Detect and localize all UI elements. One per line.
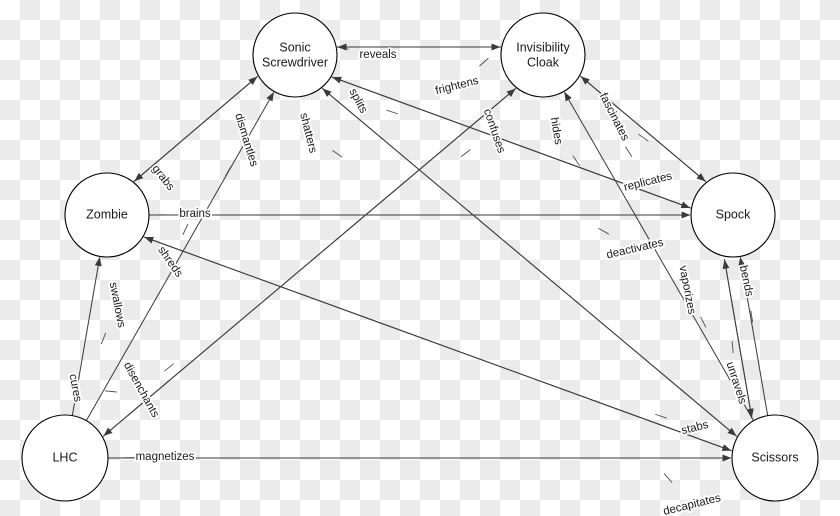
edge-label-text: reveals (359, 49, 396, 61)
edge-label-leader (332, 149, 343, 158)
node-zombie[interactable]: Zombie (64, 172, 150, 258)
edge-label-text: magnetizes (136, 451, 195, 463)
edge-label-leader (731, 341, 734, 354)
edge-label-text: fascinates (597, 91, 631, 143)
edge-label-leader (479, 57, 489, 67)
edge-label-text: vaporizes (676, 265, 697, 316)
edge-label-text: frightens (434, 75, 480, 97)
edge-lhc-to-sonic (85, 91, 275, 421)
edge-label-halo: reveals (359, 49, 396, 61)
edge-label-text: bends (737, 264, 755, 297)
edge-label-leader (182, 223, 189, 236)
node-label-lhc: LHC (52, 450, 77, 464)
node-label-cloak: Invisibility (516, 40, 570, 54)
edge-label-leader (663, 473, 673, 483)
edge-label-text: stabs (680, 419, 710, 437)
edge-label-leader (164, 363, 175, 372)
edge-spock-to-cloak (580, 76, 707, 183)
edge-label-leader (100, 332, 107, 345)
edge-lhc-to-zombie (71, 256, 102, 416)
edge-label-text: hides (548, 116, 565, 145)
edge-label-halo: brains (179, 208, 211, 220)
node-label-scissors: Scissors (751, 450, 798, 464)
edge-label-text: unravels (724, 360, 749, 405)
edge-label-leader (104, 390, 117, 393)
edge-label-leader (700, 316, 707, 328)
edge-sonic-to-scissors (321, 87, 737, 437)
edge-label-text: dismantles (232, 112, 260, 168)
node-label-spock: Spock (716, 207, 751, 221)
node-scissors[interactable]: Scissors (731, 414, 819, 502)
edge-label-leader (638, 133, 649, 142)
edge-label-text: confuses (481, 107, 507, 155)
edge-label-leader (750, 310, 754, 323)
node-spock[interactable]: Spock (690, 172, 776, 258)
edge-label-text: grabs (149, 163, 176, 193)
edge-label-text: disenchants (121, 360, 161, 420)
edge-sonic-to-spock (331, 76, 691, 209)
edge-label-text: cures (66, 373, 83, 403)
edge-zombie-to-scissors (143, 236, 732, 451)
edge-label-leader (655, 413, 667, 419)
node-label-zombie: Zombie (86, 207, 128, 221)
edge-scissors-to-spock (738, 256, 769, 416)
edge-label-text: brains (179, 208, 211, 220)
edge-label-leader (460, 149, 471, 158)
node-circle-lhc[interactable] (21, 414, 109, 502)
node-circle-spock[interactable] (690, 172, 776, 258)
nodes-layer: SonicScrewdriverInvisibilityCloakSpockSc… (21, 12, 819, 502)
edge-label-halo: magnetizes (136, 451, 195, 463)
edge-label-leader (386, 109, 399, 115)
node-circle-zombie[interactable] (64, 172, 150, 258)
node-label-sonic: Sonic (279, 40, 310, 54)
edge-lhc-to-cloak (102, 88, 516, 437)
edge-label-leader (598, 227, 610, 235)
node-label-sonic-line2: Screwdriver (262, 55, 328, 69)
edge-scissors-to-cloak (564, 91, 754, 421)
edge-sonic-to-zombie (134, 75, 259, 182)
edge-label-text: decapitates (662, 492, 722, 516)
edge-label-leader (625, 146, 633, 157)
edge-label-halo: hides (548, 116, 565, 145)
node-label-cloak-line2: Cloak (527, 55, 560, 69)
edges-layer (71, 43, 769, 483)
edge-label-text: replicates (623, 170, 674, 194)
edge-label-text: swallows (107, 281, 128, 329)
node-lhc[interactable]: LHC (21, 414, 109, 502)
node-circle-scissors[interactable] (731, 414, 819, 502)
node-circle-cloak[interactable] (500, 12, 586, 98)
edge-label-leader (572, 155, 581, 166)
edge-label-leader (224, 165, 232, 177)
edge-spock-to-scissors (723, 259, 754, 418)
edge-label-text: shatters (297, 112, 319, 155)
edge-label-text: deactivates (605, 237, 665, 262)
node-circle-sonic[interactable] (252, 12, 338, 98)
